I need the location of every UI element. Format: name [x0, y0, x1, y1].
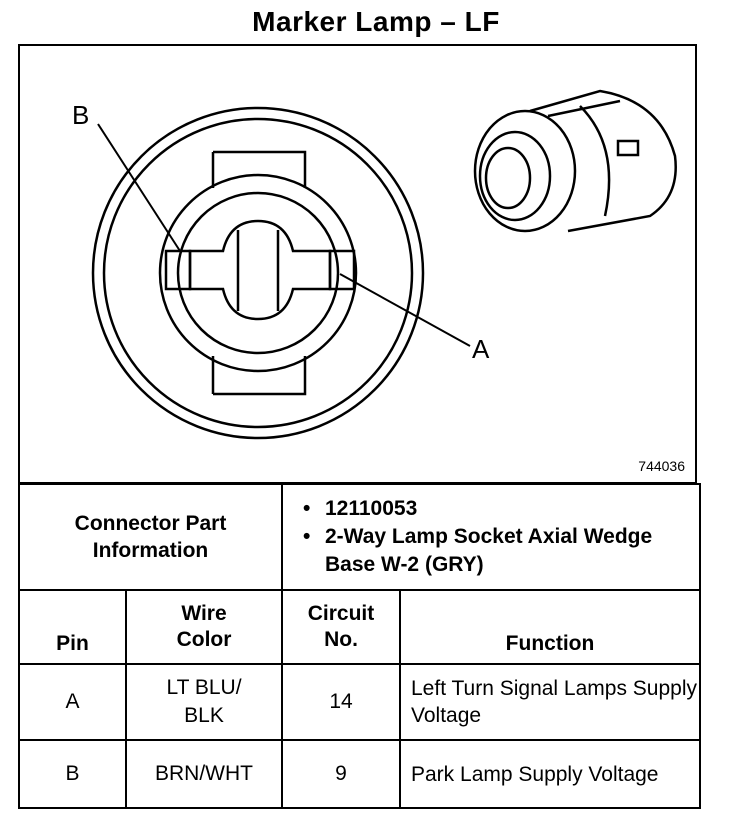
function-cell: Park Lamp Supply Voltage [399, 739, 701, 809]
table-row: B BRN/WHT 9 Park Lamp Supply Voltage [18, 739, 701, 809]
callout-b-label: B [72, 100, 89, 130]
bottom-tab [211, 356, 307, 396]
callout-a-leader [339, 273, 471, 347]
callout-b-leader [97, 123, 181, 252]
top-tab [211, 150, 307, 188]
connector-part-info-label: Connector Part Information [18, 483, 283, 591]
socket-3d-view [473, 89, 677, 233]
socket-inner-ring [176, 191, 340, 355]
wire-color-cell: LT BLU/ BLK [125, 663, 283, 741]
outer-ring [91, 106, 425, 440]
terminal-a [328, 249, 356, 291]
center-keyway [188, 219, 332, 321]
table-row: A LT BLU/ BLK 14 Left Turn Signal Lamps … [18, 663, 701, 741]
figure-number: 744036 [638, 458, 685, 474]
diagram-title: Marker Lamp – LF [252, 6, 500, 37]
connector-drawing: B A [72, 89, 677, 440]
part-description: 2-Way Lamp Socket Axial Wedge Base W-2 (… [303, 523, 699, 579]
header-function: Function [399, 589, 701, 665]
connector-pinout-table: Connector Part Information 12110053 2-Wa… [18, 483, 701, 809]
wire-color-cell: BRN/WHT [125, 739, 283, 809]
callout-a-label: A [472, 334, 490, 364]
pin-cell: A [18, 663, 127, 741]
header-wire-color: Wire Color [125, 589, 283, 665]
function-cell: Left Turn Signal Lamps Supply Voltage [399, 663, 701, 741]
pin-cell: B [18, 739, 127, 809]
circuit-cell: 9 [281, 739, 401, 809]
inner-ring [102, 117, 414, 429]
header-pin: Pin [18, 589, 127, 665]
socket-ring [158, 173, 358, 373]
circuit-cell: 14 [281, 663, 401, 741]
header-circuit-no: Circuit No. [281, 589, 401, 665]
part-number: 12110053 [303, 495, 699, 523]
connector-part-info-list: 12110053 2-Way Lamp Socket Axial Wedge B… [281, 483, 701, 591]
connector-face-view: B A 744036 [18, 44, 697, 484]
